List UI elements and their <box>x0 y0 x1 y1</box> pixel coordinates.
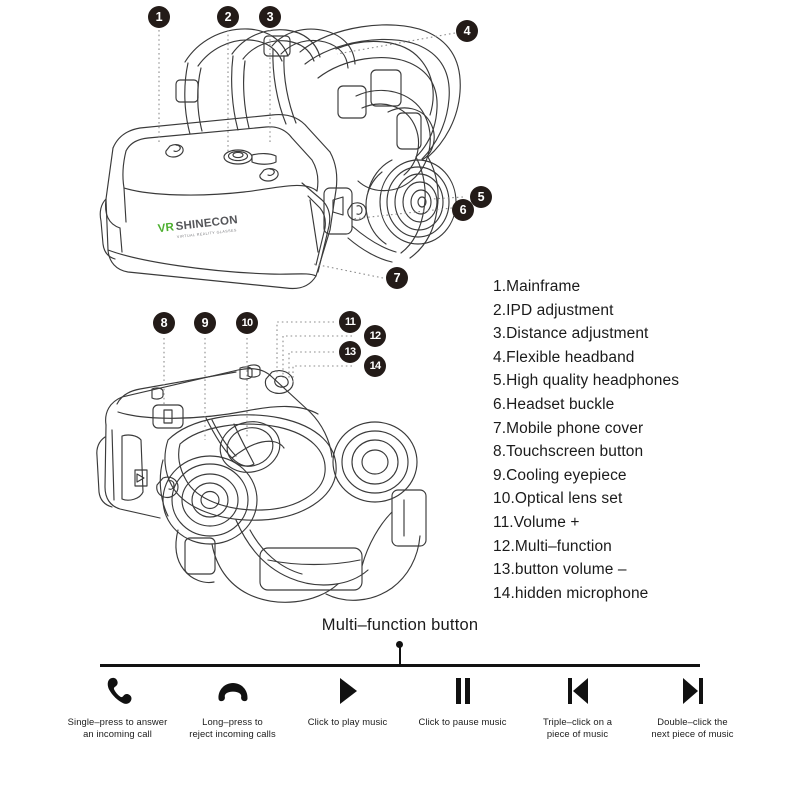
phone-answer-icon <box>103 672 133 710</box>
control-caption: Click to pause music <box>418 716 507 727</box>
callout-badge-14: 14 <box>364 355 386 377</box>
leader-7 <box>313 263 384 279</box>
previous-track-icon <box>565 672 591 710</box>
leader-14 <box>292 365 352 384</box>
control-caption: Click to play music <box>307 716 388 727</box>
pause-icon <box>453 672 473 710</box>
callout-badge-3: 3 <box>259 6 281 28</box>
leader-13 <box>288 351 334 380</box>
phone-hangup-icon <box>216 672 250 710</box>
legend-item: 4.Flexible headband <box>493 348 635 366</box>
leader-11 <box>276 321 334 375</box>
multifunction-pin-dot <box>396 641 403 648</box>
callout-badge-8: 8 <box>153 312 175 334</box>
brand-primary-text: VR <box>157 221 175 235</box>
callout-badge-13: 13 <box>339 341 361 363</box>
control-pause-music: Click to pause music <box>405 672 520 741</box>
callout-badge-2: 2 <box>217 6 239 28</box>
callout-badge-5: 5 <box>470 186 492 208</box>
legend-item: 12.Multi–function <box>493 537 612 555</box>
legend-item: 8.Touchscreen button <box>493 443 644 461</box>
legend-item: 7.Mobile phone cover <box>493 419 644 437</box>
callout-badge-7: 7 <box>386 267 408 289</box>
play-icon <box>336 672 360 710</box>
legend-item: 2.IPD adjustment <box>493 301 614 319</box>
callout-badge-1: 1 <box>148 6 170 28</box>
brand-secondary-text: SHINECON <box>175 214 238 233</box>
legend-item: 13.button volume – <box>493 561 627 579</box>
leader-6 <box>351 207 453 220</box>
multifunction-title: Multi–function button <box>321 616 479 634</box>
legend-item: 3.Distance adjustment <box>493 325 649 343</box>
callout-badge-12: 12 <box>364 325 386 347</box>
leader-4 <box>336 32 456 55</box>
control-play-music: Click to play music <box>290 672 405 741</box>
legend-item: 5.High quality headphones <box>493 372 680 390</box>
callout-badge-4: 4 <box>456 20 478 42</box>
callout-badge-10: 10 <box>236 312 258 334</box>
legend-item: 14.hidden microphone <box>493 584 649 602</box>
legend-item: 1.Mainframe <box>493 278 581 295</box>
callout-badge-6: 6 <box>452 199 474 221</box>
legend-item: 9.Cooling eyepiece <box>493 466 627 484</box>
parts-legend-list: 1.Mainframe 2.IPD adjustment 3.Distance … <box>493 275 793 605</box>
multifunction-rule <box>100 664 700 667</box>
next-track-icon <box>680 672 706 710</box>
brand-tagline-text: VIRTUAL REALITY GLASSES <box>177 228 237 239</box>
multifunction-pin-stem <box>399 646 401 665</box>
legend-item: 10.Optical lens set <box>493 490 623 508</box>
callout-badge-9: 9 <box>194 312 216 334</box>
legend-item: 11.Volume + <box>493 513 580 531</box>
legend-item: 6.Headset buckle <box>493 395 615 413</box>
callout-badge-11: 11 <box>339 311 361 333</box>
